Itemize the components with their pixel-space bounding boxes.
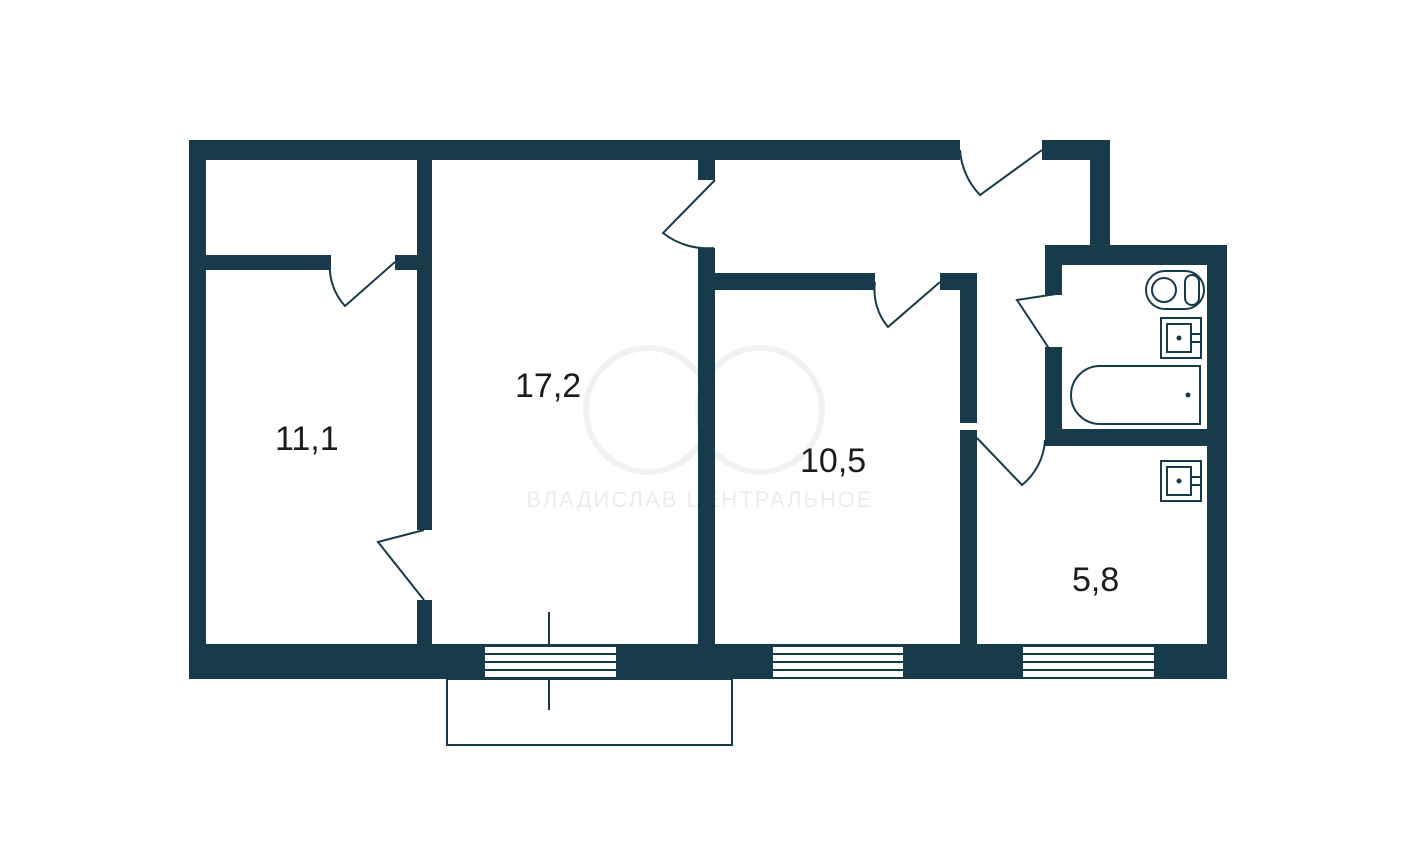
windows (485, 647, 1154, 677)
room-area-label-kitchen: 5,8 (1072, 561, 1119, 599)
door-swing-middle-room (873, 281, 941, 329)
window-living (485, 647, 616, 677)
door-swing-kitchen (976, 437, 1046, 487)
room-area-label-middle: 10,5 (800, 442, 866, 480)
bathtub-icon (1070, 365, 1201, 425)
door-swing-bathroom (1015, 293, 1057, 351)
door-swing-entrance (959, 149, 1043, 197)
window-middle-room (773, 647, 903, 677)
door-swing-left-room (328, 261, 396, 308)
door-swings (328, 149, 1057, 601)
watermark-ring-icon (583, 345, 713, 475)
kitchen-sink-icon (1160, 460, 1202, 502)
bathroom-sink-icon (1160, 317, 1202, 359)
toilet-icon (1145, 270, 1205, 310)
door-swing-living (661, 179, 716, 250)
balcony (446, 678, 733, 746)
door-swing-left-lower (376, 529, 425, 601)
room-area-label-left: 11,1 (275, 420, 339, 458)
room-area-label-living: 17,2 (515, 367, 581, 405)
window-kitchen (1023, 647, 1154, 677)
interior-walls (206, 140, 1227, 679)
